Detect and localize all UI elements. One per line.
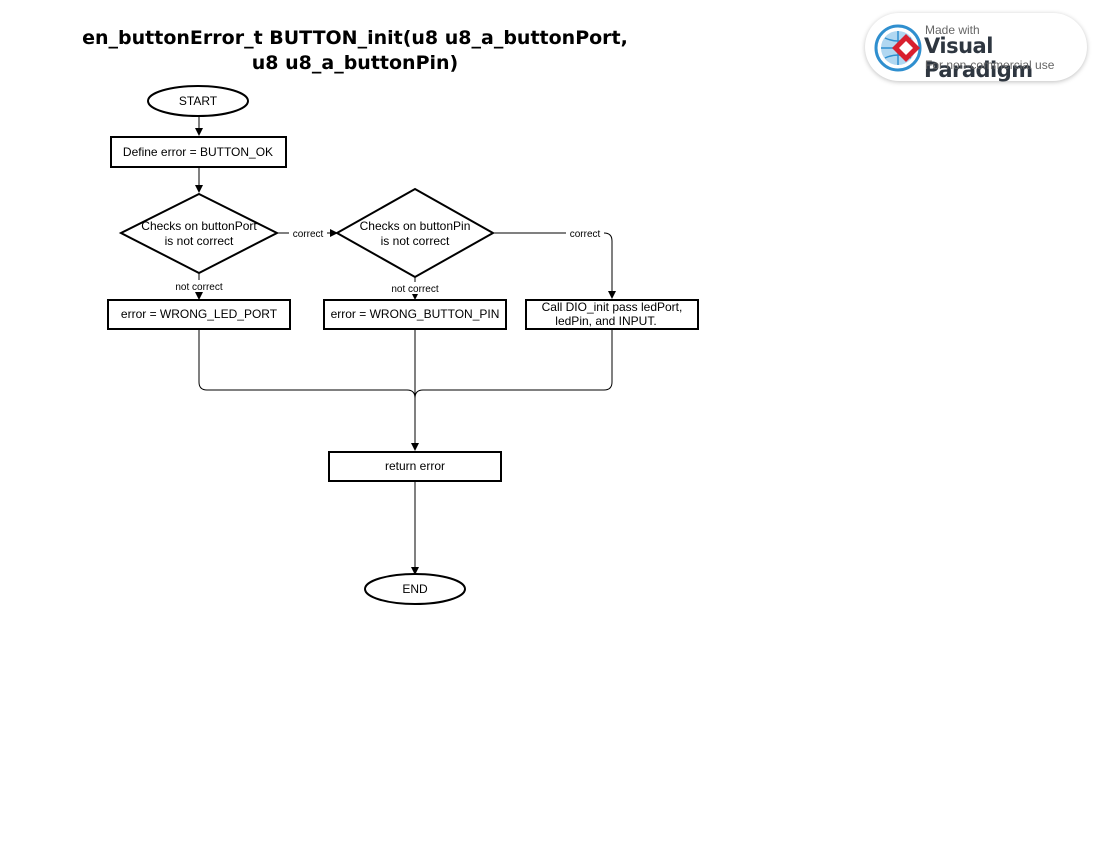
end-label: END xyxy=(402,582,428,596)
wrong-led-port-label: error = WRONG_LED_PORT xyxy=(121,307,278,321)
start-label: START xyxy=(179,94,218,108)
edge-label-pin-correct: correct xyxy=(570,229,601,240)
check-port-label-line-2: is not correct xyxy=(165,234,234,248)
return-error-process xyxy=(328,451,502,482)
wrong-button-pin-process xyxy=(323,299,507,330)
call-dio-init-process xyxy=(525,299,699,330)
edge-dio-merge xyxy=(414,330,613,399)
call-dio-init-label-line-2: ledPin, and INPUT. xyxy=(555,314,656,328)
edge-label-pin-not-correct: not correct xyxy=(391,284,438,295)
edge-label-bg xyxy=(384,282,446,294)
edge-label-bg xyxy=(289,227,327,239)
wrong-button-pin-label: error = WRONG_BUTTON_PIN xyxy=(331,307,500,321)
badge-brand: Visual Paradigm xyxy=(924,34,1033,82)
edge-label-port-correct: correct xyxy=(293,229,324,240)
edge-label-bg xyxy=(566,227,604,239)
start-terminal xyxy=(147,85,249,117)
check-pin-label-line-1: Checks on buttonPin xyxy=(360,219,471,233)
title-line-1: en_buttonError_t BUTTON_init(u8 u8_a_but… xyxy=(82,27,628,49)
badge-made-with: Made with xyxy=(925,23,980,37)
edge-label-bg xyxy=(168,280,230,292)
globe-logo-icon xyxy=(874,24,922,72)
badge-note: For non-commercial use xyxy=(925,58,1055,72)
title-line-2: u8 u8_a_buttonPin) xyxy=(251,52,459,74)
check-port-decision xyxy=(118,192,280,275)
check-pin-decision xyxy=(334,187,496,279)
edge-label-port-not-correct: not correct xyxy=(175,282,222,293)
define-error-process xyxy=(110,136,287,168)
end-terminal xyxy=(364,573,466,605)
edge-pin-correct xyxy=(493,232,616,299)
edge-led-port-merge xyxy=(198,330,416,399)
check-pin-label-line-2: is not correct xyxy=(381,234,450,248)
check-port-label-line-1: Checks on buttonPort xyxy=(141,219,257,233)
define-error-label: Define error = BUTTON_OK xyxy=(123,145,273,159)
visual-paradigm-badge: Made with Visual Paradigm For non-commer… xyxy=(865,13,1087,82)
wrong-led-port-process xyxy=(107,299,291,330)
return-error-label: return error xyxy=(385,459,445,473)
call-dio-init-label-line-1: Call DIO_init pass ledPort, xyxy=(542,300,683,314)
diagram-title: en_buttonError_t BUTTON_init(u8 u8_a_but… xyxy=(60,26,650,76)
